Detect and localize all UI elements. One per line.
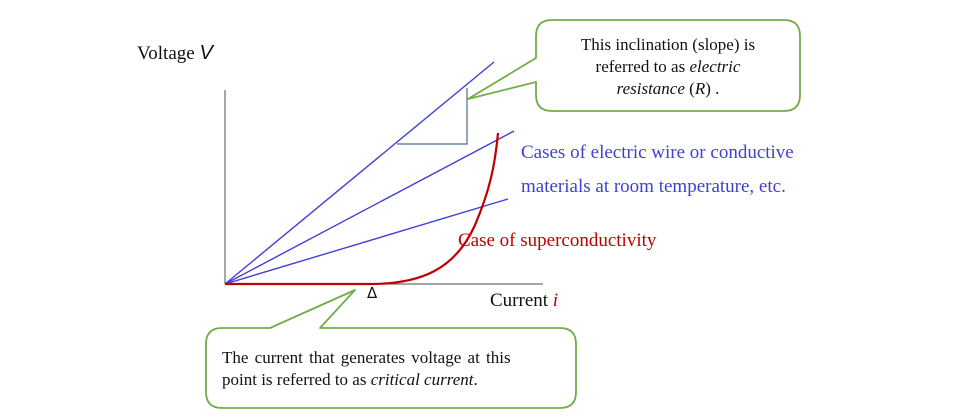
y-axis-label: Voltage	[137, 43, 195, 64]
slope-callout-line1: This inclination (slope) is	[580, 35, 756, 54]
x-axis-label: Current	[490, 290, 549, 311]
room-temperature-label-line1: Cases of electric wire or conductive	[521, 142, 794, 163]
critical-callout-line2: point is referred to as critical current…	[222, 370, 478, 389]
slope-callout-line2: referred to as electric	[595, 57, 741, 76]
slope-triangle	[397, 88, 468, 145]
slope-callout-bubble	[467, 19, 801, 112]
y-axis-title: Voltage V	[137, 42, 213, 65]
critical-point-marker: Δ	[367, 284, 378, 302]
low-resistance-line	[224, 198, 509, 285]
slope-callout-text: This inclination (slope) is referred to …	[540, 34, 796, 100]
x-axis-symbol: i	[552, 290, 559, 311]
x-axis-title: Current i	[490, 290, 558, 312]
superconductivity-curve	[225, 132, 500, 286]
steep-resistance-line	[224, 61, 495, 285]
critical-callout-bubble	[205, 289, 577, 409]
critical-callout-text: The current that generates voltage at th…	[222, 347, 562, 391]
y-axis-symbol: V	[199, 42, 213, 64]
superconductivity-label: Case of superconductivity	[458, 230, 657, 251]
slope-callout-line3: resistance (R) .	[616, 79, 720, 98]
medium-resistance-line	[224, 130, 515, 285]
critical-callout-line1: The current that generates voltage at th…	[222, 348, 511, 367]
room-temperature-label-line2: materials at room temperature, etc.	[521, 176, 786, 197]
